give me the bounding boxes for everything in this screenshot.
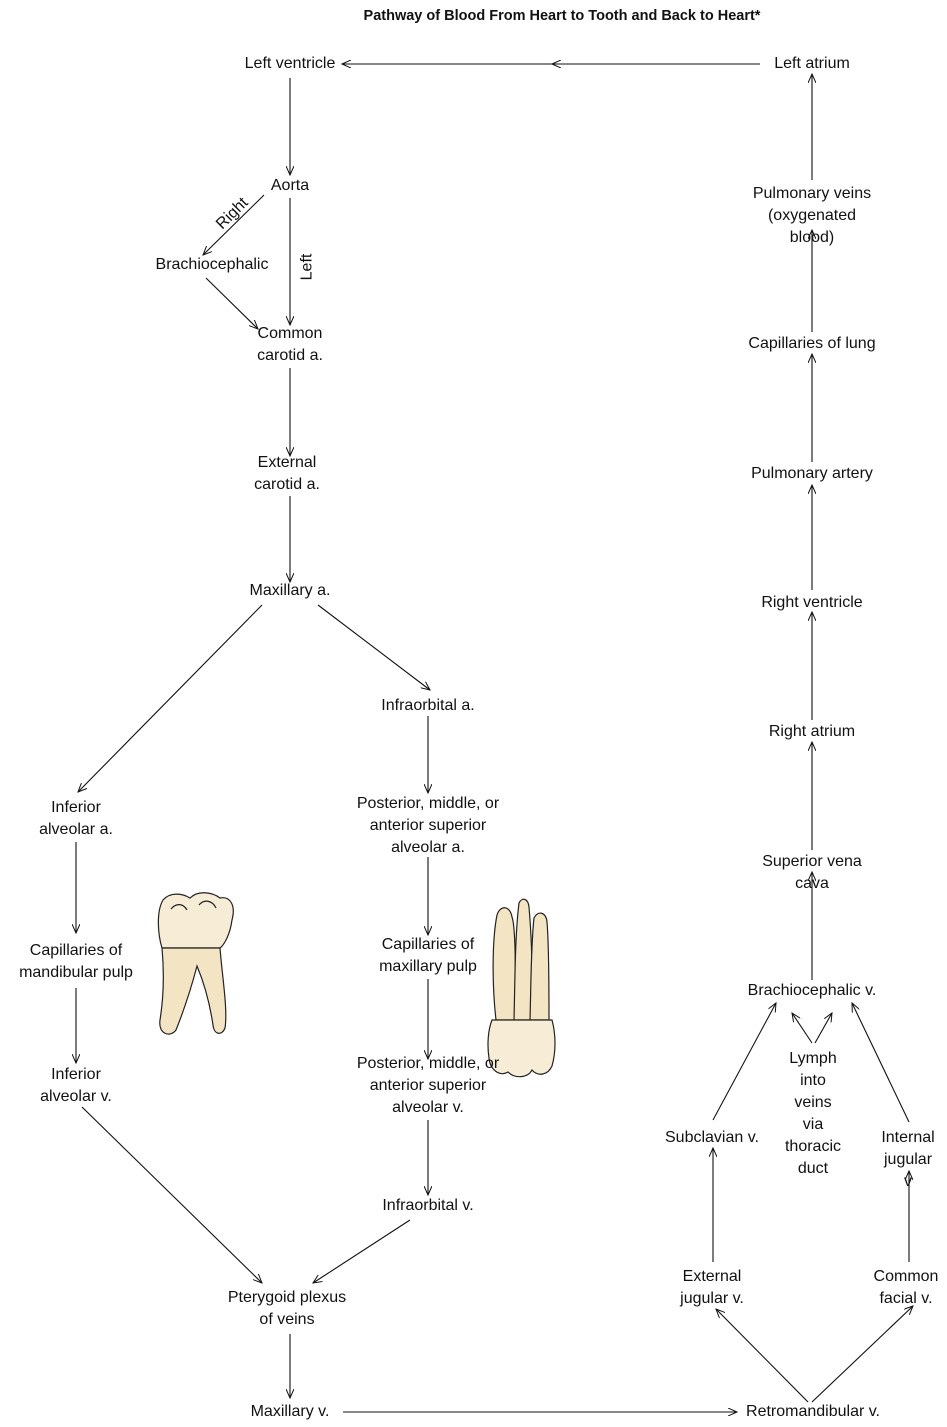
arrow-inferior-alveolar-v-to-pterygoid bbox=[82, 1107, 262, 1283]
node-brachiocephalic: Brachiocephalic bbox=[156, 254, 269, 276]
arrow-lymph-right bbox=[815, 1013, 832, 1043]
node-left-ventricle: Left ventricle bbox=[245, 53, 336, 75]
branch-label-left: Left bbox=[298, 254, 316, 281]
node-external-carotid: External carotid a. bbox=[254, 452, 320, 496]
node-left-atrium: Left atrium bbox=[774, 53, 850, 75]
node-external-jugular: External jugular v. bbox=[680, 1266, 744, 1310]
node-common-facial: Common facial v. bbox=[874, 1266, 939, 1310]
arrow-retromandibular-to-common-facial bbox=[812, 1306, 913, 1402]
node-brachiocephalic-v: Brachiocephalic v. bbox=[748, 980, 877, 1002]
node-capillaries-mandibular: Capillaries of mandibular pulp bbox=[19, 940, 133, 984]
node-pulmonary-veins: Pulmonary veins (oxygenated blood) bbox=[745, 183, 880, 249]
node-inferior-alveolar-a: Inferior alveolar a. bbox=[39, 797, 113, 841]
node-subclavian: Subclavian v. bbox=[665, 1127, 759, 1149]
node-inferior-alveolar-v: Inferior alveolar v. bbox=[40, 1064, 112, 1108]
arrow-infraorbital-v-to-pterygoid bbox=[313, 1220, 410, 1283]
node-right-ventricle: Right ventricle bbox=[761, 592, 862, 614]
node-capillaries-maxillary: Capillaries of maxillary pulp bbox=[379, 934, 477, 978]
maxillary-molar-illustration bbox=[488, 899, 555, 1076]
node-superior-alveolar-v: Posterior, middle, or anterior superior … bbox=[357, 1053, 499, 1119]
arrow-lymph-left bbox=[792, 1013, 812, 1043]
node-aorta: Aorta bbox=[271, 175, 309, 197]
node-maxillary-a: Maxillary a. bbox=[250, 580, 331, 602]
node-maxillary-v: Maxillary v. bbox=[251, 1401, 330, 1423]
arrow-brachiocephalic-to-common-carotid bbox=[206, 278, 258, 329]
arrow-subclavian-to-brachiocephalic-v bbox=[713, 1003, 776, 1120]
arrow-internal-jugular-to-brachiocephalic-v bbox=[852, 1003, 909, 1122]
mandibular-molar-illustration bbox=[158, 893, 233, 1034]
arrow-maxillary-a-to-inferior-alveolar-a bbox=[78, 605, 262, 792]
arrow-maxillary-a-to-infraorbital-a bbox=[318, 605, 430, 690]
node-superior-vena-cava: Superior vena cava bbox=[745, 851, 880, 895]
node-superior-alveolar-a: Posterior, middle, or anterior superior … bbox=[357, 793, 499, 859]
node-pterygoid-plexus: Pterygoid plexus of veins bbox=[228, 1287, 346, 1331]
node-lymph: Lymph into veins via thoracic duct bbox=[785, 1048, 841, 1180]
node-capillaries-lung: Capillaries of lung bbox=[748, 333, 875, 355]
node-common-carotid: Common carotid a. bbox=[257, 323, 323, 367]
node-internal-jugular: Internal jugular v bbox=[881, 1127, 934, 1193]
node-infraorbital-v: Infraorbital v. bbox=[382, 1195, 473, 1217]
node-pulmonary-artery: Pulmonary artery bbox=[751, 463, 873, 485]
node-infraorbital-a: Infraorbital a. bbox=[381, 695, 474, 717]
node-retromandibular-v: Retromandibular v. bbox=[746, 1401, 880, 1423]
arrow-retromandibular-to-external-jugular bbox=[716, 1309, 808, 1402]
node-right-atrium: Right atrium bbox=[769, 721, 855, 743]
